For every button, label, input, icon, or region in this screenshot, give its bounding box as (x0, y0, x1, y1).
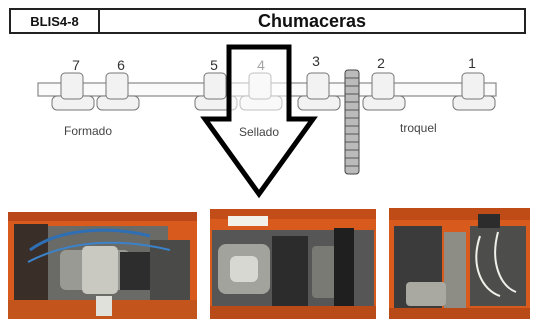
highlight-arrow (200, 44, 318, 199)
bearing-3 (297, 72, 341, 111)
section-label-troquel: troquel (400, 121, 437, 135)
photo-sellado-area (210, 209, 376, 319)
section-label-formado: Formado (64, 124, 112, 138)
bearing-label-1: 1 (468, 55, 476, 71)
photo-formado-area (8, 212, 197, 319)
bearing-label-3: 3 (312, 53, 320, 69)
bearing-7 (51, 72, 95, 111)
title-box: Chumaceras (98, 8, 526, 34)
section-code-box: BLIS4-8 (9, 8, 100, 34)
section-code: BLIS4-8 (30, 13, 79, 29)
bearing-6 (96, 72, 140, 111)
bearing-2 (362, 72, 406, 111)
bearing-label-2: 2 (377, 55, 385, 71)
bearing-label-5: 5 (210, 57, 218, 73)
bearing-label-6: 6 (117, 57, 125, 73)
section-label-sellado: Sellado (239, 125, 279, 139)
photo-troquel-area (389, 208, 530, 319)
sprocket (344, 69, 360, 175)
bearing-label-7: 7 (72, 57, 80, 73)
bearing-1 (452, 72, 496, 111)
page-title: Chumaceras (257, 10, 367, 31)
